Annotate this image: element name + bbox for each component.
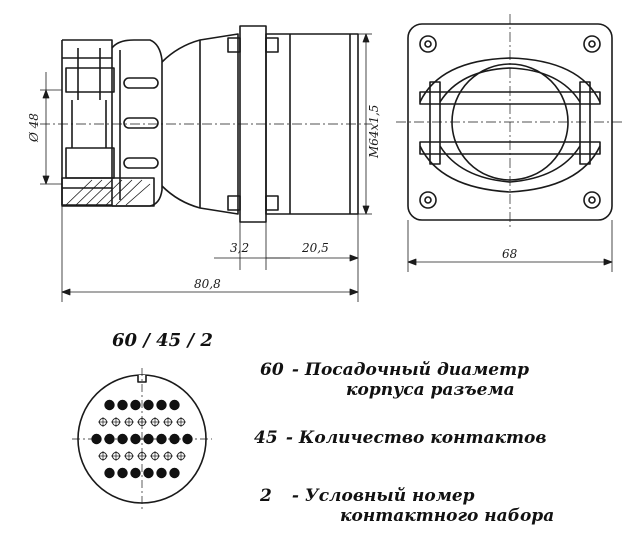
contact-pin-filled [169,467,180,479]
clamp-top-block [65,67,115,93]
contact-pin-hollow [176,417,186,427]
thread-label: M64x1,5 [367,105,381,159]
body-length-label: 20,5 [301,241,329,255]
contact-pin-filled [91,433,102,445]
legend-number: 45 [254,428,278,448]
total-length-label: 80,8 [194,277,221,291]
contact-pin-filled [156,399,167,411]
contact-pin-hollow [176,451,186,461]
contact-pin-hollow [137,417,147,427]
contact-pin-filled [169,433,180,445]
contact-pin-filled [104,467,115,479]
legend-text: Количество контактов [298,428,547,448]
clamp-bottom-block [65,147,115,179]
contact-pin-filled [156,433,167,445]
contact-pin-hollow [150,451,160,461]
legend-number: 2 [260,486,272,506]
flange-thickness-label: 3,2 [230,241,249,255]
front-dimension-lines [407,220,613,272]
contact-pin-hollow [137,451,147,461]
contact-pin-filled [182,433,193,445]
contact-pattern [91,399,193,479]
contact-pin-hollow [163,451,173,461]
contact-pin-filled [156,467,167,479]
contact-pin-filled [117,433,128,445]
contact-pin-filled [117,399,128,411]
front-view [396,14,622,230]
contact-pin-filled [104,433,115,445]
contact-pin-filled [143,399,154,411]
contact-pin-hollow [98,451,108,461]
flange-width-label: 68 [502,247,518,261]
contact-pin-filled [169,399,180,411]
legend-text-continued: контактного набора [340,506,555,526]
side-view [40,25,372,223]
legend-text-continued: корпуса разъема [346,380,515,400]
legend-dash: - [285,428,293,448]
contact-pin-filled [130,399,141,411]
contact-pin-filled [143,467,154,479]
contact-pin-hollow [124,417,134,427]
contact-pin-filled [130,433,141,445]
legend-dash: - [291,360,299,380]
contact-pin-hollow [124,451,134,461]
legend-diameter: 60 - Посадочный диаметр корпуса разъема [260,360,529,400]
contact-pin-filled [143,433,154,445]
cable-clamp [61,39,113,206]
contact-face [72,368,212,512]
legend-number: 60 [260,360,284,380]
contact-pin-filled [117,467,128,479]
legend-text: Условный номер [304,486,475,506]
coupling-nut [61,177,155,207]
side-dimension-lines [40,33,372,302]
contact-pin-hollow [111,417,121,427]
contact-pin-hollow [111,451,121,461]
contact-pin-filled [130,467,141,479]
legend-contact-set: 2 - Условный номер контактного набора [260,486,554,526]
connector-code: 60 / 45 / 2 [112,330,213,351]
slotted-sleeve [111,39,163,207]
contact-pin-hollow [163,417,173,427]
diameter-label: Ø 48 [27,113,41,143]
contact-pin-hollow [150,417,160,427]
contact-pin-filled [104,399,115,411]
legend-dash: - [291,486,299,506]
contact-pin-hollow [98,417,108,427]
legend-text: Посадочный диаметр [304,360,530,380]
legend-contact-count: 45 - Количество контактов [254,428,546,448]
